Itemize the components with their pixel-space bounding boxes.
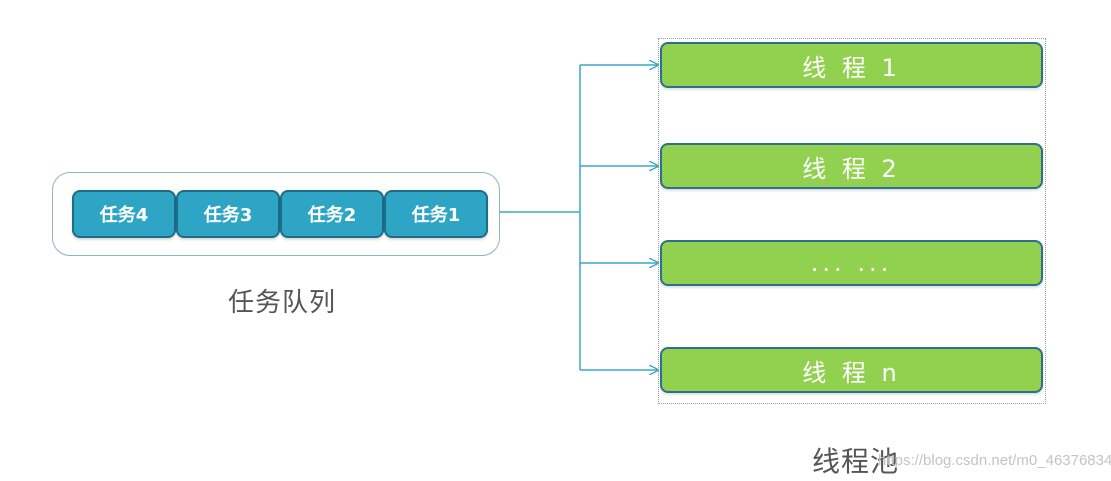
thread-pool-border <box>658 38 1046 404</box>
task-box-4: 任务4 <box>72 190 176 238</box>
task-box-2: 任务2 <box>280 190 384 238</box>
thread-box-1: 线 程 1 <box>660 42 1043 88</box>
thread-box-ellipsis: ... ... <box>660 240 1043 286</box>
thread-box-n: 线 程 n <box>660 347 1043 393</box>
thread-box-2: 线 程 2 <box>660 143 1043 189</box>
task-box-1: 任务1 <box>384 190 488 238</box>
thread-pool-label: 线程池 <box>812 445 900 478</box>
watermark: https://blog.csdn.net/m0_46376834 <box>878 452 1111 469</box>
task-queue-label: 任务队列 <box>228 288 337 318</box>
task-box-3: 任务3 <box>176 190 280 238</box>
